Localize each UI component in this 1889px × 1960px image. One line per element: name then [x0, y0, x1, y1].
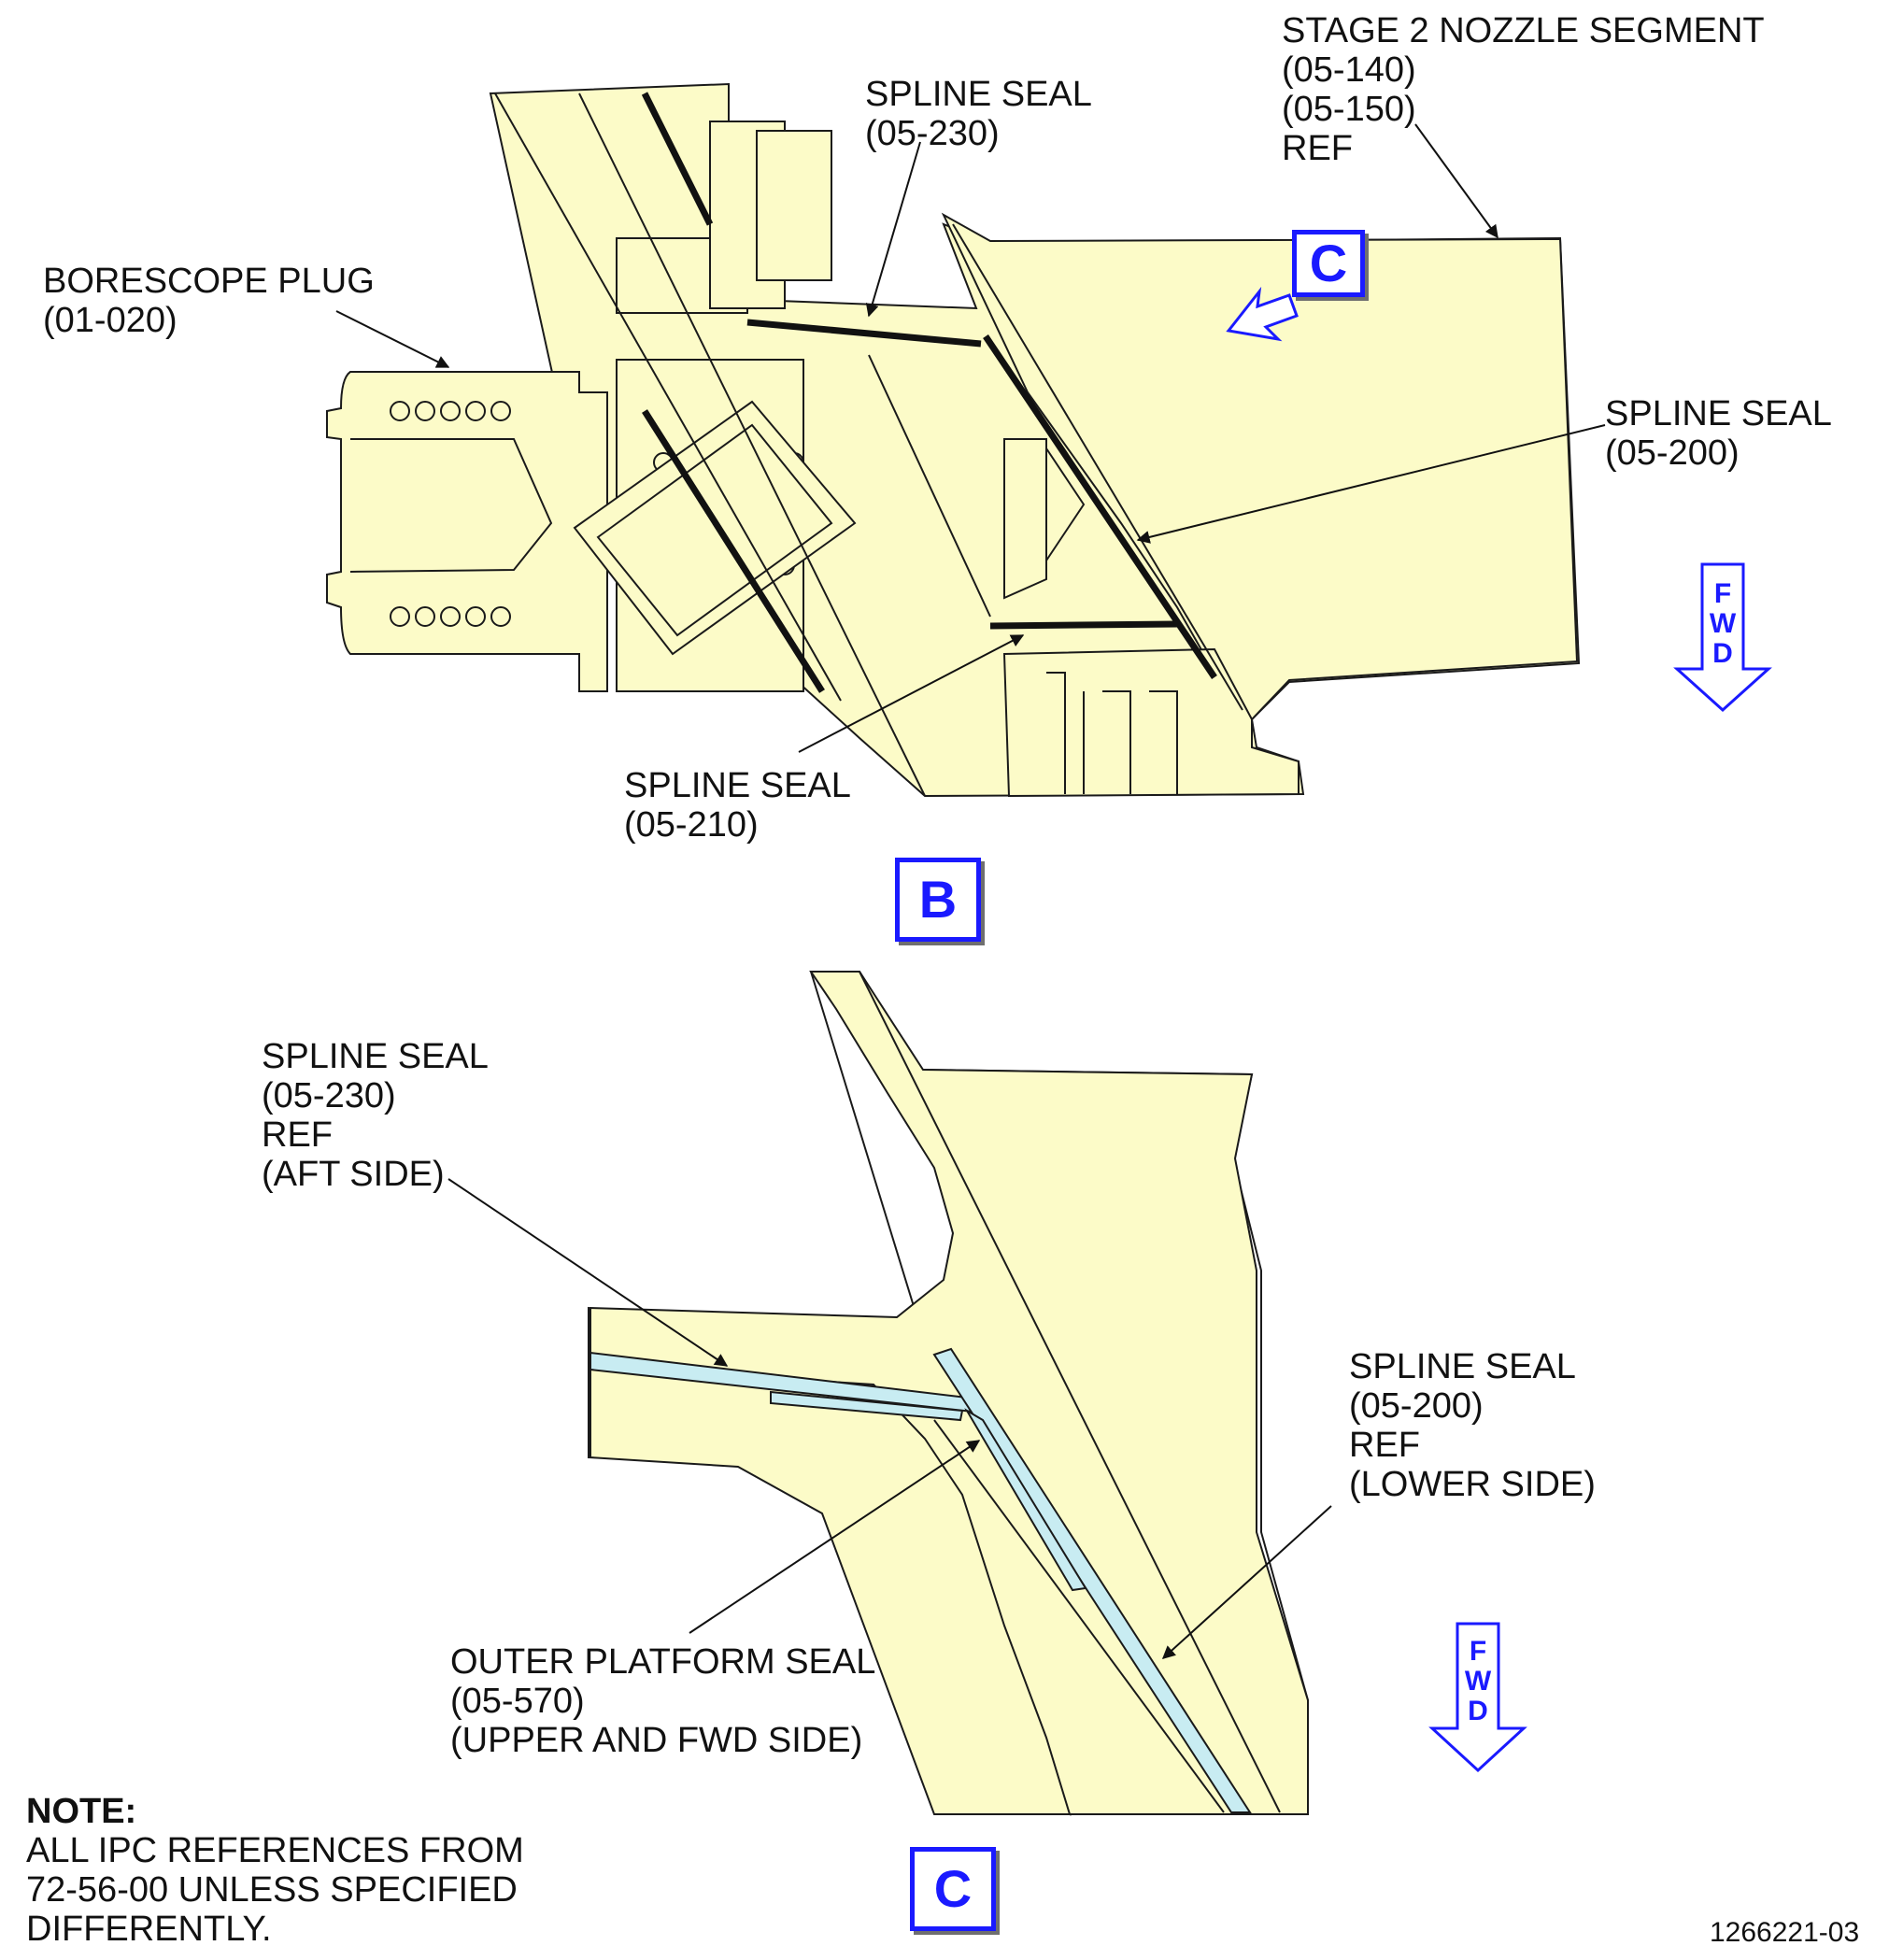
fwd-letter: W: [1709, 608, 1737, 639]
label-line: OUTER PLATFORM SEAL: [450, 1642, 876, 1682]
fwd-letter: F: [1469, 1636, 1487, 1667]
label-line: (05-150): [1282, 90, 1416, 129]
note-line: ALL IPC REFERENCES FROM: [26, 1831, 524, 1870]
label-line: SPLINE SEAL: [1605, 394, 1832, 433]
label-spline-seal-210: SPLINE SEAL (05-210): [624, 766, 851, 845]
fwd-arrow-b: [1673, 562, 1772, 713]
label-line: (UPPER AND FWD SIDE): [450, 1721, 863, 1760]
fwd-letter: W: [1464, 1666, 1492, 1697]
fwd-indicator-c: F W D: [1459, 1637, 1497, 1726]
note-heading: NOTE:: [26, 1792, 137, 1831]
label-line: (05-570): [450, 1682, 585, 1721]
label-line: (LOWER SIDE): [1349, 1465, 1596, 1504]
label-spline-seal-200-ref: SPLINE SEAL (05-200) REF (LOWER SIDE): [1349, 1347, 1596, 1504]
label-line: SPLINE SEAL: [865, 75, 1092, 114]
fwd-letter: D: [1468, 1696, 1488, 1726]
label-line: SPLINE SEAL: [624, 766, 851, 805]
fwd-letter: F: [1713, 578, 1732, 609]
label-spline-seal-200: SPLINE SEAL (05-200): [1605, 394, 1832, 473]
label-line: (05-140): [1282, 50, 1416, 90]
note-line: 72-56-00 UNLESS SPECIFIED: [26, 1870, 518, 1910]
label-borescope-plug: BORESCOPE PLUG (01-020): [43, 262, 375, 340]
view-b-assembly: [326, 82, 1581, 798]
label-line: (05-210): [624, 805, 759, 845]
note-block: NOTE: ALL IPC REFERENCES FROM 72-56-00 U…: [26, 1792, 524, 1949]
label-line: REF: [262, 1115, 333, 1155]
label-line: SPLINE SEAL: [1349, 1347, 1576, 1386]
label-line: (01-020): [43, 301, 178, 340]
note-line: DIFFERENTLY.: [26, 1910, 272, 1949]
view-b-title: B: [895, 858, 981, 942]
label-line: SPLINE SEAL: [262, 1037, 489, 1076]
label-line: (AFT SIDE): [262, 1155, 445, 1194]
label-outer-platform-seal: OUTER PLATFORM SEAL (05-570) (UPPER AND …: [450, 1642, 875, 1760]
figure-number: 1266221-03: [1710, 1917, 1860, 1948]
label-line: REF: [1349, 1426, 1420, 1465]
view-b-leaders: [335, 123, 1606, 753]
label-line: REF: [1282, 129, 1353, 168]
fwd-letter: D: [1712, 638, 1733, 669]
label-spline-seal-230-ref: SPLINE SEAL (05-230) REF (AFT SIDE): [262, 1037, 489, 1194]
label-line: BORESCOPE PLUG: [43, 262, 375, 301]
fwd-indicator-b: F W D: [1704, 579, 1741, 669]
fwd-arrow-c: [1428, 1622, 1527, 1773]
label-line: (05-200): [1605, 433, 1740, 473]
view-c-seals: [589, 1347, 1252, 1813]
view-c-direction-arrow: [1226, 286, 1299, 342]
label-line: (05-230): [865, 114, 1000, 153]
label-line: (05-200): [1349, 1386, 1484, 1426]
view-c-marker[interactable]: C: [1292, 230, 1365, 297]
view-c-leaders: [447, 1178, 1332, 1659]
view-c-assembly: [588, 971, 1309, 1816]
view-c-outline-lines: [859, 971, 1281, 1813]
view-c-title: C: [910, 1847, 996, 1931]
label-spline-seal-230: SPLINE SEAL (05-230): [865, 75, 1092, 153]
label-line: STAGE 2 NOZZLE SEGMENT: [1282, 11, 1765, 50]
label-stage2-nozzle-segment: STAGE 2 NOZZLE SEGMENT (05-140) (05-150)…: [1282, 11, 1765, 168]
label-line: (05-230): [262, 1076, 396, 1115]
